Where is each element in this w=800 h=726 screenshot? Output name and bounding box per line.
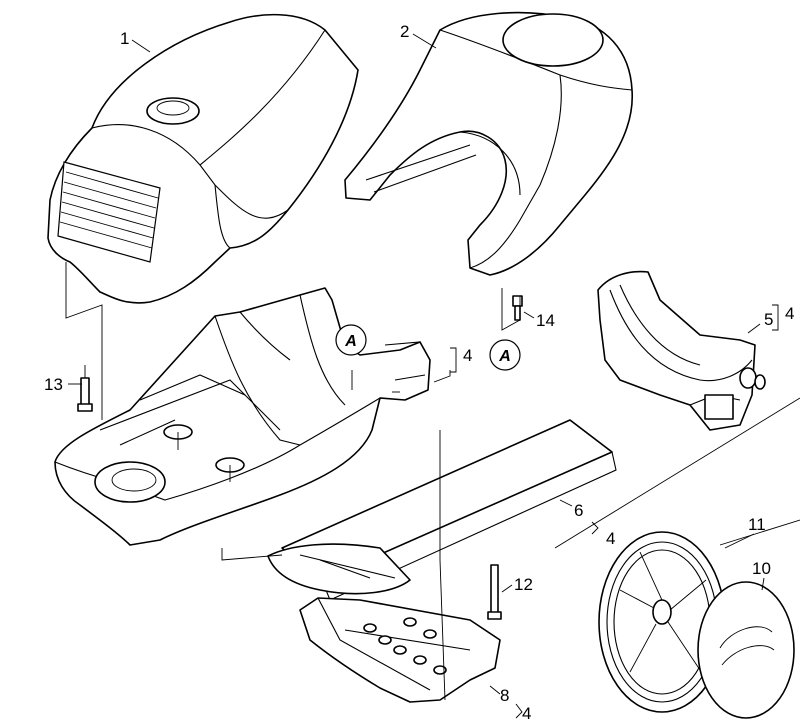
- assembly-lines: [65, 262, 800, 701]
- svg-text:A: A: [344, 333, 357, 350]
- svg-text:4: 4: [785, 304, 794, 323]
- svg-text:12: 12: [514, 575, 533, 594]
- svg-text:6: 6: [574, 501, 583, 520]
- callout-13: 13: [44, 375, 82, 394]
- badge-a-left: A: [335, 324, 367, 356]
- svg-text:5: 5: [764, 310, 773, 329]
- svg-text:4: 4: [606, 529, 615, 548]
- callout-14: 14: [523, 311, 555, 330]
- svg-text:2: 2: [400, 22, 409, 41]
- svg-text:14: 14: [536, 311, 555, 330]
- svg-text:10: 10: [752, 559, 771, 578]
- callout-6: 6 4: [559, 499, 615, 548]
- svg-text:13: 13: [44, 375, 63, 394]
- callout-1: 1: [120, 29, 151, 53]
- svg-text:4: 4: [522, 704, 531, 723]
- svg-text:A: A: [498, 348, 511, 365]
- screw-12: [487, 564, 502, 620]
- screw-13: [77, 377, 93, 412]
- base-frame: [54, 287, 431, 546]
- part-5-axle-bracket: [597, 270, 766, 431]
- part-1-hood-cover: [47, 13, 359, 304]
- part-10-hub-cap: [697, 581, 795, 719]
- callout-5: 5 4: [747, 304, 794, 334]
- screw-14: [512, 295, 523, 321]
- callout-11: 11: [724, 515, 766, 549]
- hood-grille: [57, 161, 161, 263]
- svg-text:11: 11: [748, 515, 766, 534]
- callout-8: 8 4: [489, 685, 531, 723]
- callout-10: 10: [752, 559, 771, 591]
- callout-2: 2: [400, 22, 437, 49]
- callout-12: 12: [501, 575, 533, 594]
- svg-text:1: 1: [120, 29, 129, 48]
- part-11-wheel: [598, 531, 726, 713]
- svg-text:4: 4: [463, 346, 472, 365]
- svg-text:8: 8: [500, 686, 509, 705]
- part-6-support-beam: [267, 419, 617, 601]
- callout-4: 4: [450, 346, 472, 373]
- badge-a-right: A: [489, 339, 521, 371]
- part-8-foot-frame: [299, 597, 501, 703]
- part-2-rear-shroud: [344, 11, 633, 276]
